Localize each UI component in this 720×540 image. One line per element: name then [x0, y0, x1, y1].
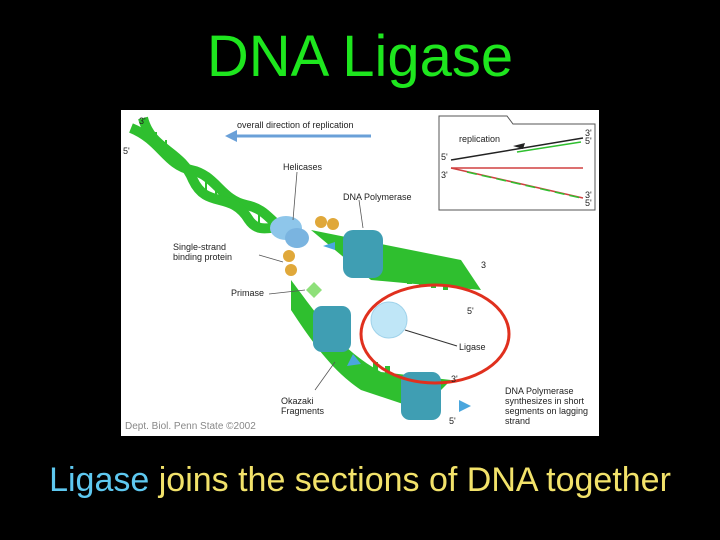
ssb-protein [315, 216, 327, 228]
label-3-prime-bottom: 3' [451, 374, 458, 384]
ligase-highlight-ellipse [359, 283, 511, 385]
inset-3-prime-r: 3' [585, 190, 592, 200]
ssb-protein [283, 250, 295, 262]
ssb-label: Single-strand binding protein [173, 242, 233, 262]
direction-arrowhead [225, 130, 237, 142]
polymerase-lagging [313, 306, 351, 352]
inset-parent-strand-top [450, 137, 584, 161]
label-3-right: 3 [481, 260, 487, 270]
dna-polymerase-label: DNA Polymerase [343, 192, 412, 202]
diagram-graphics [128, 115, 596, 420]
inset-3-prime-a: 3' [441, 170, 448, 180]
inset-box [438, 115, 596, 211]
helicase-shape-2 [285, 228, 309, 248]
label-5-prime-top: 5' [123, 146, 130, 156]
caption-highlight: Ligase [49, 461, 150, 499]
inset-3-prime-b: 3' [585, 128, 592, 138]
ligase-shape [370, 301, 408, 339]
lagging-note-label: DNA Polymerase synthesizes in short segm… [505, 386, 589, 426]
replication-diagram: 3' 5' overall direction of replication H… [121, 110, 599, 436]
slide-caption: Ligase joins the sections of DNA togethe… [0, 460, 720, 500]
inset-leading-strand [516, 141, 582, 153]
lagging-arrow [459, 400, 471, 412]
ssb-protein [285, 264, 297, 276]
leading-rungs [383, 250, 448, 290]
primase-shape [306, 282, 322, 298]
primase-label: Primase [231, 288, 265, 298]
caption-rest: joins the sections of DNA together [149, 461, 671, 499]
ssb-protein [327, 218, 339, 230]
direction-label: overall direction of replication [237, 120, 354, 130]
okazaki-label: Okazaki Fragments [281, 396, 325, 416]
lagging-rungs [373, 362, 390, 390]
label-5-prime-right: 5' [467, 306, 474, 316]
slide-title: DNA Ligase [206, 24, 514, 89]
inset-5-prime-b: 5' [585, 136, 592, 146]
leader-lines [258, 171, 364, 391]
inset-arrow [513, 143, 525, 149]
credit-label: Dept. Biol. Penn State ©2002 [125, 421, 256, 432]
label-5-prime-bottom: 5' [449, 416, 456, 426]
inset-5-prime-r: 5' [585, 198, 592, 208]
inset-replication-label: replication [459, 134, 501, 144]
label-3-prime-top: 3' [139, 116, 146, 126]
polymerase-leading [343, 230, 383, 278]
polymerase-arrow [323, 242, 335, 250]
ligase-label: Ligase [459, 342, 486, 352]
helix-strand-b [138, 116, 295, 235]
helix-rungs [155, 132, 260, 228]
inset-lagging-strand [466, 171, 582, 199]
inset-5-prime-a: 5' [441, 152, 448, 162]
okazaki-arrow [347, 354, 361, 366]
helicases-label: Helicases [283, 162, 323, 172]
ligase-leader [404, 329, 458, 347]
